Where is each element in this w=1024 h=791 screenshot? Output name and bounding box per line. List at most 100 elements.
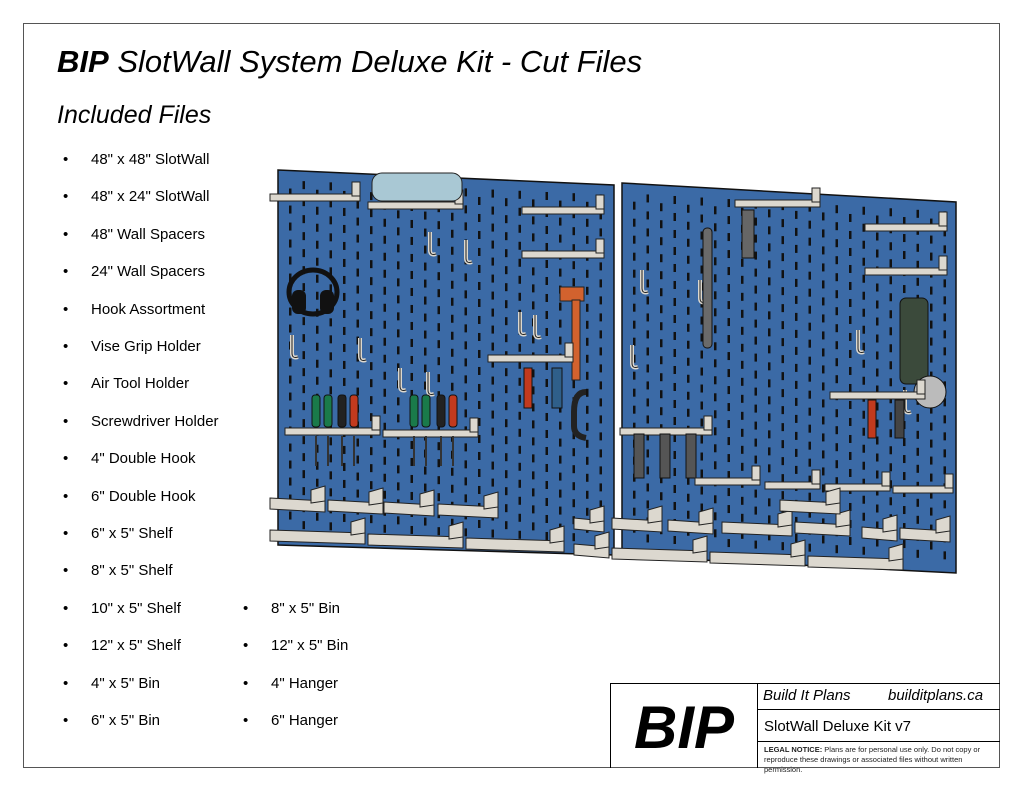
slot bbox=[849, 383, 852, 392]
slot bbox=[532, 267, 535, 276]
slot bbox=[451, 280, 454, 289]
slot bbox=[532, 522, 535, 531]
hook-outline bbox=[429, 232, 437, 255]
hook-outline bbox=[465, 240, 473, 263]
slot bbox=[741, 292, 744, 301]
screwdriver bbox=[421, 394, 431, 428]
slot bbox=[586, 371, 589, 380]
slot bbox=[343, 275, 346, 284]
slot bbox=[316, 512, 319, 521]
slot bbox=[646, 398, 649, 407]
slot bbox=[849, 332, 852, 341]
slot bbox=[478, 230, 481, 239]
slot bbox=[599, 449, 602, 458]
file-list-item: •6" Hanger bbox=[243, 712, 338, 729]
slot bbox=[437, 476, 440, 485]
slot bbox=[700, 265, 703, 274]
slot bbox=[822, 365, 825, 374]
slot bbox=[741, 258, 744, 267]
slot bbox=[673, 484, 676, 493]
slot bbox=[397, 329, 400, 338]
slot bbox=[329, 216, 332, 225]
slot bbox=[660, 203, 663, 212]
website: builditplans.ca bbox=[888, 687, 984, 704]
slot bbox=[329, 369, 332, 378]
slot bbox=[424, 330, 427, 339]
slot bbox=[754, 217, 757, 226]
slot bbox=[727, 216, 730, 225]
slot bbox=[673, 467, 676, 476]
slot bbox=[478, 417, 481, 426]
slot bbox=[916, 515, 919, 524]
file-list-item: •Vise Grip Holder bbox=[63, 338, 201, 355]
slot bbox=[586, 354, 589, 363]
screwdriver bbox=[409, 394, 419, 428]
slot bbox=[397, 227, 400, 236]
slot bbox=[437, 323, 440, 332]
slot bbox=[835, 205, 838, 214]
slot bbox=[633, 235, 636, 244]
slot bbox=[383, 269, 386, 278]
slot bbox=[437, 357, 440, 366]
slot bbox=[491, 342, 494, 351]
slot bbox=[532, 420, 535, 429]
file-name: 12" x 5" Shelf bbox=[91, 637, 181, 655]
c-clamp bbox=[571, 389, 587, 441]
slot bbox=[545, 463, 548, 472]
slot bbox=[518, 275, 521, 284]
slot bbox=[289, 392, 292, 401]
slot bbox=[599, 398, 602, 407]
slot bbox=[943, 551, 946, 560]
slot bbox=[599, 500, 602, 509]
slot bbox=[943, 296, 946, 305]
slot bbox=[768, 379, 771, 388]
slot bbox=[370, 515, 373, 524]
slot bbox=[808, 237, 811, 246]
slot bbox=[889, 412, 892, 421]
slot bbox=[768, 260, 771, 269]
slot bbox=[451, 246, 454, 255]
slot bbox=[822, 263, 825, 272]
slot bbox=[835, 460, 838, 469]
slot bbox=[633, 252, 636, 261]
shelf-lip bbox=[881, 471, 891, 487]
slot bbox=[491, 257, 494, 266]
slot bbox=[586, 286, 589, 295]
slot bbox=[795, 329, 798, 338]
shelf-lip bbox=[944, 473, 954, 489]
slot bbox=[424, 364, 427, 373]
slot bbox=[572, 278, 575, 287]
slot bbox=[289, 222, 292, 231]
slot bbox=[302, 402, 305, 411]
screwdriver bbox=[349, 394, 359, 428]
slot bbox=[356, 319, 359, 328]
slot bbox=[410, 321, 413, 330]
slot bbox=[660, 356, 663, 365]
slot bbox=[700, 231, 703, 240]
slot bbox=[835, 545, 838, 554]
slot bbox=[316, 274, 319, 283]
slot bbox=[464, 273, 467, 282]
bullet-icon: • bbox=[63, 375, 69, 393]
hook-outline bbox=[641, 270, 649, 293]
file-list-item: •4" x 5" Bin bbox=[63, 675, 160, 692]
slot bbox=[849, 315, 852, 324]
slot bbox=[916, 549, 919, 558]
slot bbox=[383, 286, 386, 295]
slot bbox=[741, 513, 744, 522]
slot bbox=[943, 449, 946, 458]
slot bbox=[808, 441, 811, 450]
slot bbox=[518, 258, 521, 267]
shelf-lip bbox=[351, 181, 361, 197]
slot bbox=[633, 405, 636, 414]
slot bbox=[795, 261, 798, 270]
slot bbox=[518, 224, 521, 233]
slot bbox=[356, 234, 359, 243]
screwdriver bbox=[311, 394, 321, 428]
slot bbox=[451, 365, 454, 374]
slot bbox=[916, 430, 919, 439]
file-list-item: •10" x 5" Shelf bbox=[63, 600, 181, 617]
slot bbox=[383, 235, 386, 244]
slot bbox=[876, 283, 879, 292]
